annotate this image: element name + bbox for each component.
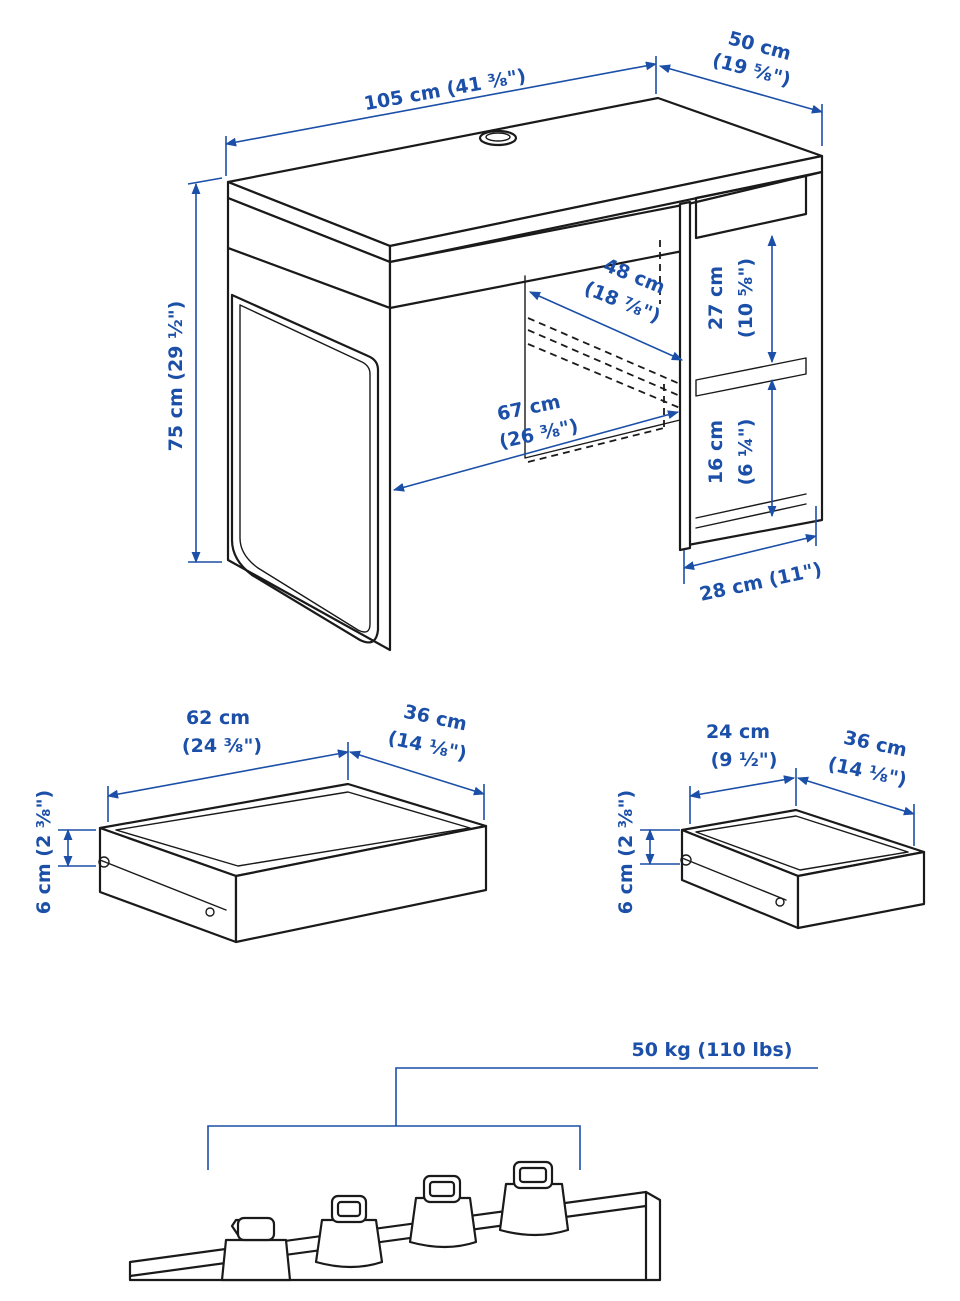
dim-opening-width xyxy=(392,410,680,492)
max-load-label: 50 kg (110 lbs) xyxy=(632,1039,793,1061)
dim-cabinet-width xyxy=(682,534,818,570)
small-drawer-front xyxy=(796,850,926,930)
desk-drawing xyxy=(226,96,824,652)
desk-dimensions xyxy=(187,56,824,584)
large-drawer-width-cm: 62 cm xyxy=(186,707,250,729)
lower-comp-in-label: (6 ¼") xyxy=(735,419,757,486)
small-drawer-height: 6 cm (2 ³⁄₈") xyxy=(615,790,637,914)
upper-comp-in-label: (10 ⁵⁄₈") xyxy=(735,258,757,338)
large-drawer-drawing xyxy=(98,782,488,944)
cabinet-drawer xyxy=(694,174,808,240)
desk-left-leg xyxy=(226,246,392,652)
small-drawer-dimensions xyxy=(640,768,916,866)
desk-height-label: 75 cm (29 ½") xyxy=(165,301,187,452)
large-drawer-dimensions xyxy=(58,742,486,868)
lower-comp-cm-label: 16 cm xyxy=(705,420,727,484)
large-drawer-width-in: (24 ³⁄₈") xyxy=(182,735,262,757)
load-bracket xyxy=(207,1067,818,1170)
dim-desk-width xyxy=(224,61,658,147)
large-drawer-height: 6 cm (2 ³⁄₈") xyxy=(33,790,55,914)
small-drawer-width-in: (9 ½") xyxy=(711,749,778,771)
weight-icon xyxy=(408,1174,478,1249)
small-drawer-drawing xyxy=(680,808,926,930)
large-drawer-front xyxy=(234,824,488,944)
large-drawer-depth-cm: 36 cm xyxy=(402,701,469,736)
weight-icon xyxy=(498,1160,570,1237)
dim-shelf-depth xyxy=(528,291,684,361)
upper-comp-cm-label: 27 cm xyxy=(705,266,727,330)
small-drawer-width-cm: 24 cm xyxy=(706,721,770,743)
desk-width-label: 105 cm (41 ³⁄₈") xyxy=(362,65,527,115)
weight-icon xyxy=(220,1216,292,1282)
small-drawer-depth-cm: 36 cm xyxy=(842,727,909,762)
cabinet-width-label: 28 cm (11") xyxy=(698,558,824,605)
dim-desk-depth xyxy=(658,64,824,114)
desk-top-edge-lower xyxy=(128,1190,662,1282)
weight-icon xyxy=(314,1194,384,1269)
